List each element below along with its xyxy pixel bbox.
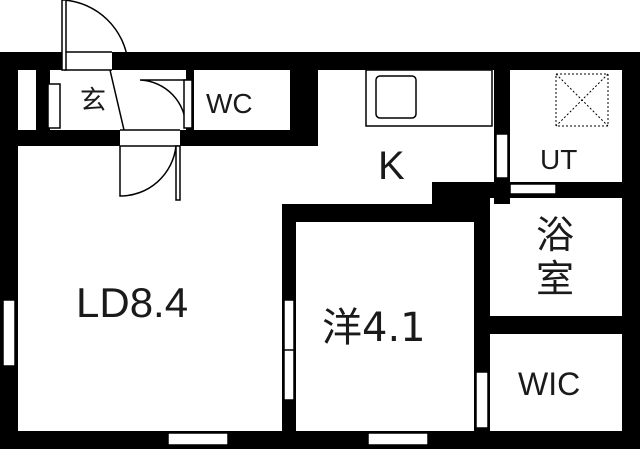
wic-door <box>475 371 489 429</box>
sink-icon <box>375 75 417 119</box>
wall-western-top <box>282 204 490 222</box>
outer-wall-bottom <box>0 431 640 449</box>
wall-kitchen-bottom <box>432 182 490 204</box>
window-ld-left <box>2 299 16 367</box>
room-label-genkan: 玄 <box>80 86 107 116</box>
entry-door-swing <box>63 0 129 70</box>
room-label-utility: UT <box>540 144 578 175</box>
doors <box>61 0 557 429</box>
entry-door-gap <box>64 51 112 71</box>
washer-place-icon <box>555 73 609 127</box>
bath-door <box>509 183 557 195</box>
outer-wall-top <box>0 52 640 70</box>
wall-wc-right <box>290 70 318 146</box>
windows <box>2 83 429 446</box>
room-label-kitchen: K <box>378 144 405 188</box>
ld-door-gap <box>120 129 180 147</box>
window-yo-bottom <box>367 432 429 446</box>
room-label-living-dining: LD8.4 <box>76 279 189 326</box>
ut-door <box>495 133 509 179</box>
room-label-western-room: 洋4.1 <box>322 305 426 351</box>
room-label-bathroom: 浴 室 <box>535 213 574 301</box>
outer-wall-right <box>622 52 640 449</box>
room-label-walk-in-closet: WIC <box>518 366 581 402</box>
ld-door-swing <box>119 145 177 197</box>
wall-bath-bottom <box>490 316 622 334</box>
kitchen-counter <box>365 69 493 127</box>
room-label-wc: WC <box>206 88 253 119</box>
wc-door-swing <box>139 79 187 129</box>
outer-wall-left <box>0 52 18 449</box>
wall-genkan-left <box>36 70 50 130</box>
window-genkan-left <box>47 83 61 129</box>
window-ld-bottom <box>167 432 229 446</box>
